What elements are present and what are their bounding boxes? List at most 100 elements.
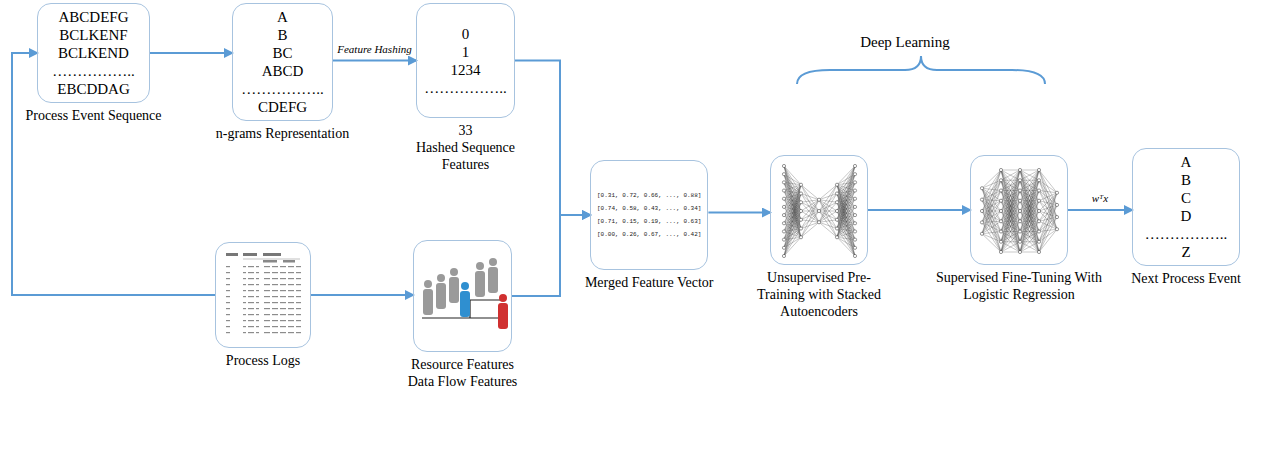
net-link (784, 211, 801, 256)
net-link (1001, 211, 1020, 252)
net-unit (999, 199, 1002, 202)
net-link (1001, 242, 1020, 252)
net-unit (853, 213, 856, 216)
net-link (784, 211, 801, 215)
edge-label: Feature Hashing (336, 43, 412, 56)
net-link (784, 237, 801, 256)
sequence-item: Z (1181, 243, 1190, 261)
caption-text: Process Event Sequence (9, 107, 179, 124)
net-unit (853, 197, 856, 200)
sequence-item: …………….. (241, 80, 324, 98)
net-unit (853, 189, 856, 192)
box-caption: Merged Feature Vector (569, 274, 729, 291)
net-unit (853, 246, 856, 249)
caption-text: Supervised Fine-Tuning With Logistic Reg… (932, 269, 1107, 303)
net-unit (853, 173, 856, 176)
net-link (1039, 211, 1057, 229)
flow-arrow (1068, 209, 1132, 211)
net-link (1020, 170, 1039, 201)
rounded-box (770, 155, 868, 265)
sequence-item: A (277, 8, 288, 26)
process-node: Resource FeaturesData Flow Features (413, 240, 512, 352)
net-link (1001, 170, 1020, 232)
net-unit (1018, 240, 1021, 243)
net-link (1001, 201, 1020, 252)
caption-text: n-grams Representation (198, 125, 368, 142)
net-link (982, 180, 1001, 188)
net-link (1020, 180, 1039, 252)
net-link (837, 174, 855, 237)
net-unit (782, 197, 785, 200)
net-link (1039, 193, 1057, 201)
net-link (982, 188, 1001, 231)
net-unit (853, 181, 856, 184)
flow-arrow (868, 209, 970, 211)
net-link (801, 194, 819, 200)
net-link (1039, 205, 1057, 232)
net-unit (999, 189, 1002, 192)
net-unit (853, 205, 856, 208)
net-link (982, 170, 1001, 211)
sequence-item: D (1181, 207, 1192, 225)
net-unit (1037, 199, 1040, 202)
rounded-box: ABBCABCD……………..CDEFG (232, 3, 333, 121)
box-caption: 33Hashed Sequence Features (401, 122, 531, 173)
net-link (784, 174, 801, 237)
net-link (1020, 170, 1039, 180)
net-link (1020, 180, 1039, 252)
net-unit (835, 192, 838, 195)
sequence-item: 1 (462, 43, 470, 61)
net-unit (782, 230, 785, 233)
process-node: ABCDEFGBCLKENFBCLKEND……………..EBCDDAGProce… (37, 3, 150, 103)
net-link (1001, 170, 1020, 221)
net-link (1001, 170, 1020, 171)
net-unit (1018, 220, 1021, 223)
net-unit (999, 168, 1002, 171)
net-unit (799, 236, 802, 239)
net-unit (799, 227, 802, 230)
net-link (1020, 191, 1039, 253)
net-link (819, 194, 837, 212)
flow-arrow (515, 61, 590, 216)
net-unit (782, 173, 785, 176)
net-link (1039, 180, 1057, 193)
net-link (819, 200, 837, 203)
net-link (1020, 170, 1039, 232)
net-link (819, 211, 837, 222)
net-unit (1055, 191, 1058, 194)
net-link (982, 211, 1001, 234)
sequence-item: …………….. (1145, 225, 1228, 243)
net-link (1020, 232, 1039, 253)
net-link (784, 185, 801, 191)
caption-text: Process Logs (198, 352, 328, 369)
net-link (801, 211, 819, 229)
net-link (801, 200, 819, 220)
flow-arrow (708, 212, 770, 214)
net-unit (1018, 189, 1021, 192)
box-caption: Process Logs (198, 352, 328, 369)
rounded-box: ABCD……………..Z (1132, 148, 1240, 266)
sequence-item: BC (272, 44, 292, 62)
net-unit (782, 238, 785, 241)
caption-text: Data Flow Features (383, 373, 543, 390)
caption-text: Merged Feature Vector (569, 274, 729, 291)
sequence-item: ABCDEFG (58, 8, 128, 26)
vector-row: [0.71, 0.15, 0.19, ..., 0.63] (597, 215, 701, 228)
net-link (837, 237, 855, 248)
caption-text: Resource Features (383, 356, 543, 373)
net-link (819, 194, 837, 223)
box-caption: Supervised Fine-Tuning With Logistic Reg… (932, 269, 1107, 303)
process-node: ABBCABCD……………..CDEFGn-grams Representati… (232, 3, 333, 121)
net-link (801, 200, 819, 238)
people-illustration (422, 258, 508, 329)
net-link (837, 185, 855, 248)
net-link (784, 229, 801, 257)
net-link (1039, 205, 1057, 221)
net-link (982, 200, 1001, 242)
net-link (801, 211, 819, 237)
net-link (1001, 191, 1020, 253)
net-unit (1055, 215, 1058, 218)
flow-arrow (512, 215, 590, 296)
